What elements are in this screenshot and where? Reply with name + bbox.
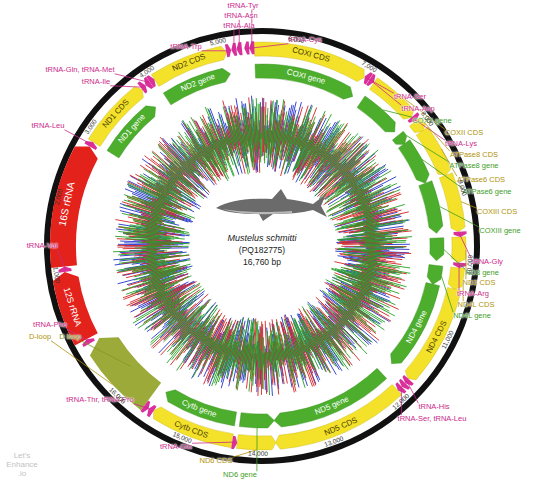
feature-label: tRNA-Trp — [170, 43, 201, 51]
leader-line — [192, 442, 235, 443]
leader-line — [440, 207, 480, 228]
cds-band — [448, 267, 465, 289]
feature-label: tRNA-His — [418, 403, 449, 411]
feature-label: ND4L CDS — [458, 301, 495, 309]
feature-label: tRNA-Gly — [471, 258, 503, 266]
leader-line — [407, 136, 450, 162]
feature-label: tRNA-Ser — [394, 93, 426, 101]
trna-arrow — [146, 75, 155, 87]
trna-arrow — [84, 141, 97, 150]
gene-arrow — [392, 131, 406, 144]
feature-label: tRNA-Tyr — [228, 2, 259, 10]
shark-illustration — [216, 189, 327, 221]
cds-band — [154, 407, 234, 448]
center-text: Mustelus schmitti — [227, 234, 296, 243]
gene-arrow — [419, 181, 443, 234]
scale-number: 5,000 — [210, 37, 227, 47]
feature-label: tRNA-Gln, tRNA-Met — [45, 66, 114, 74]
leader-line — [407, 381, 419, 403]
gene-arrow — [427, 265, 443, 285]
leader-line — [460, 234, 472, 258]
backbone-ring — [47, 31, 477, 461]
shark-belly — [222, 209, 292, 214]
gene-arrow — [239, 413, 274, 428]
scale-number: 10,000 — [465, 255, 473, 275]
feature-label: tRNA-Ser, tRNA-Leu — [398, 415, 467, 423]
cds-band — [88, 87, 143, 147]
leader-line — [81, 341, 131, 367]
feature-label: tRNA-Asn — [224, 12, 257, 20]
feature-label: COXIII gene — [479, 227, 520, 235]
feature-label: ND4L gene — [453, 312, 491, 320]
rrna-arrow — [53, 272, 98, 346]
watermark: Let's Enhance .io — [2, 452, 42, 478]
leader-lines — [51, 10, 479, 472]
gc-plot-series — [113, 98, 412, 395]
gene-arrow — [430, 238, 444, 261]
feature-label: tRNA-Glu — [160, 443, 192, 451]
leader-line — [110, 86, 144, 87]
feature-label: ND6 CDS — [200, 457, 233, 465]
feature-label: D loop — [59, 333, 81, 341]
feature-label: tRNA-Ala — [223, 22, 254, 30]
feature-label: ATPase8 CDS — [450, 151, 498, 159]
scale-number: 14,000 — [248, 451, 268, 458]
cds-band — [405, 287, 461, 380]
leader-line — [256, 428, 257, 471]
cds-band — [276, 384, 402, 449]
leader-line — [444, 250, 465, 270]
feature-label: tRNA-Phe — [33, 321, 67, 329]
feature-label: COXII CDS — [445, 129, 483, 137]
gc-skew-plot — [113, 96, 412, 396]
feature-label: tRNA-Ile — [82, 78, 110, 86]
leader-line — [233, 30, 234, 50]
leader-line — [51, 341, 112, 384]
feature-label: ATPase6 gene — [462, 188, 511, 196]
trna-arrow — [395, 382, 406, 393]
shark-body — [216, 189, 327, 221]
feature-label: ND3 CDS — [463, 279, 496, 287]
leader-line — [367, 78, 394, 93]
leader-line — [459, 265, 460, 290]
leader-line — [247, 44, 289, 49]
feature-label: tRNA-Val — [27, 242, 58, 250]
leader-line — [202, 50, 229, 51]
feature-label: tRNA-Arg — [457, 290, 489, 298]
feature-label: ND6 gene — [223, 471, 257, 479]
leader-line — [57, 250, 65, 269]
feature-label: ATPase8 gene — [449, 162, 498, 170]
center-text: (PQ182775) — [239, 246, 285, 255]
leader-line — [441, 276, 453, 312]
feature-label: tRNA-Lys — [445, 140, 477, 148]
feature-label: D-loop — [29, 333, 51, 341]
center-text: 16,760 bp — [243, 258, 281, 267]
trna-arrow — [453, 262, 466, 268]
leader-line — [461, 202, 477, 209]
feature-label: COXIII CDS — [477, 208, 517, 216]
cds-band — [237, 435, 276, 450]
feature-label: tRNA-Leu — [32, 122, 65, 130]
feature-label: tRNA-Asp — [401, 105, 434, 113]
leader-line — [134, 404, 149, 409]
